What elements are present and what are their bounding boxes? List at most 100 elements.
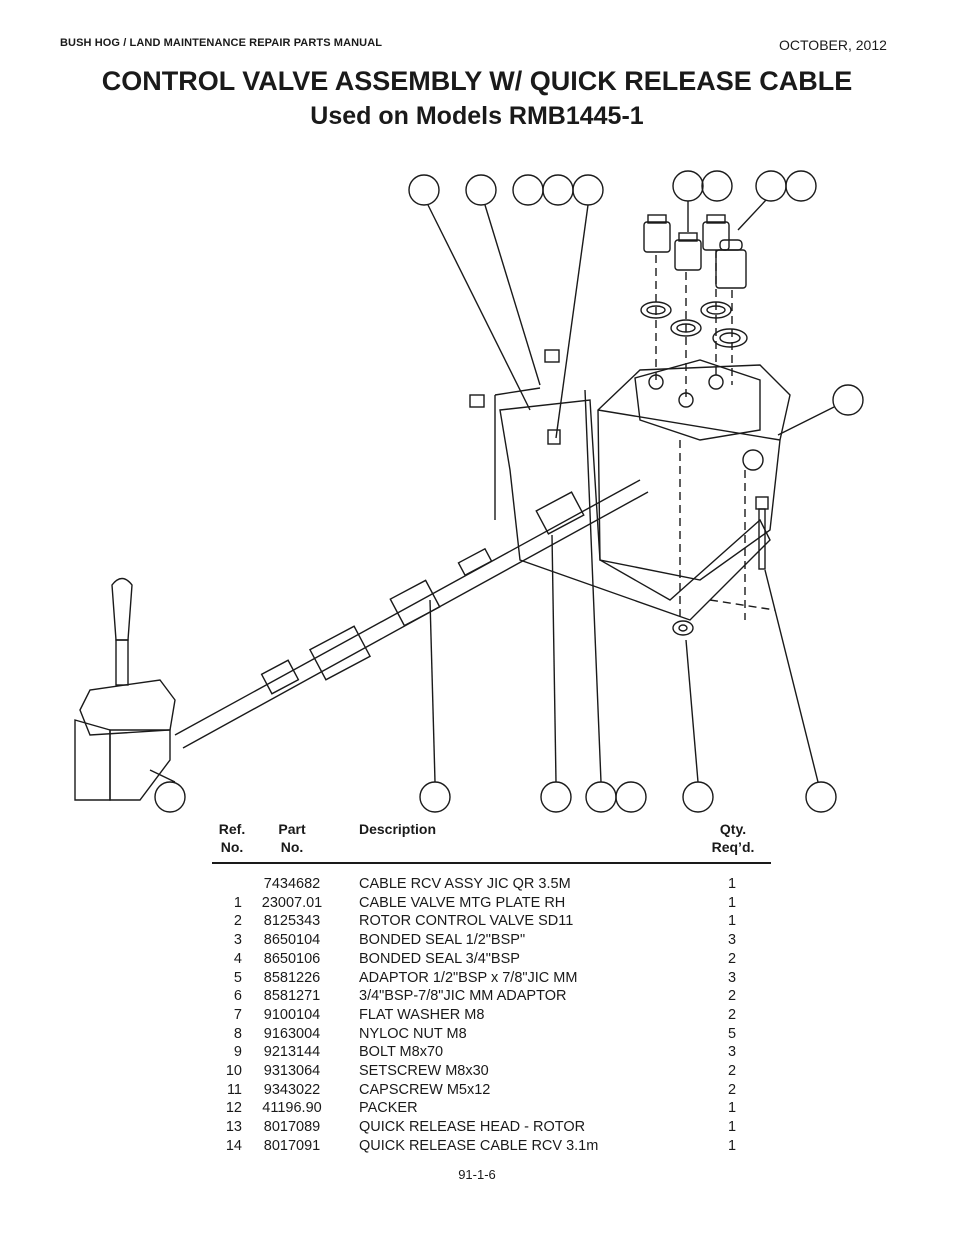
qty: 3	[727, 932, 737, 949]
callout-balloon	[154, 781, 186, 813]
callout-balloon	[755, 170, 787, 202]
header-divider	[212, 862, 771, 864]
part-no: 7434682	[263, 876, 321, 892]
table-row: 7 9100104 FLAT WASHER M8 2	[0, 1006, 954, 1024]
description: ROTOR CONTROL VALVE SD11	[359, 913, 574, 930]
qty: 2	[727, 988, 737, 1005]
table-row: 2 8125343 ROTOR CONTROL VALVE SD11 1	[0, 912, 954, 930]
description: BONDED SEAL 1/2"BSP"	[359, 932, 526, 949]
part-no: 8125343	[263, 913, 321, 930]
qty: 1	[727, 1119, 737, 1136]
qty: 2	[727, 1081, 737, 1098]
mounting-plate	[494, 387, 771, 621]
bonded-seals	[640, 301, 748, 348]
table-row: 10 9313064 SETSCREW M8x30 2	[0, 1062, 954, 1080]
qty: 5	[727, 1025, 737, 1042]
description: NYLOC NUT M8	[359, 1025, 467, 1042]
description: ADAPTOR 1/2"BSP x 7/8"JIC MM	[359, 969, 578, 986]
header-part-line1: Part	[278, 821, 306, 837]
part-no: 41196.90	[262, 1100, 322, 1117]
description: BOLT M8x70	[359, 1044, 444, 1061]
callout-balloon	[615, 781, 647, 813]
table-row: 5 8581226 ADAPTOR 1/2"BSP x 7/8"JIC MM 3	[0, 969, 954, 987]
ref-no: 14	[225, 1137, 242, 1154]
table-row: 3 8650104 BONDED SEAL 1/2"BSP" 3	[0, 931, 954, 949]
table-row: 6 8581271 3/4"BSP-7/8"JIC MM ADAPTOR 2	[0, 987, 954, 1005]
table-row: 7434682 CABLE RCV ASSY JIC QR 3.5M 1	[0, 875, 954, 893]
callout-balloon	[419, 781, 451, 813]
table-row: 11 9343022 CAPSCREW M5x12 2	[0, 1081, 954, 1099]
description: 3/4"BSP-7/8"JIC MM ADAPTOR	[359, 988, 567, 1005]
description: CAPSCREW M5x12	[359, 1081, 491, 1098]
callout-balloon	[408, 174, 440, 206]
callout-balloon	[805, 781, 837, 813]
ref-no: 8	[233, 1025, 242, 1042]
header-qty-line1: Qty.	[719, 821, 747, 837]
part-no: 23007.01	[261, 894, 323, 911]
callout-balloon	[465, 174, 497, 206]
header-description: Description	[359, 821, 437, 837]
page-number: 91-1-6	[458, 1167, 496, 1182]
bolt	[755, 496, 769, 570]
ref-no: 4	[233, 950, 242, 967]
qty: 1	[727, 913, 737, 930]
page-subtitle: Used on Models RMB1445-1	[310, 102, 644, 130]
table-row: 4 8650106 BONDED SEAL 3/4"BSP 2	[0, 950, 954, 968]
ref-no: 13	[225, 1119, 242, 1136]
control-valve-body	[597, 359, 791, 581]
description: SETSCREW M8x30	[359, 1063, 489, 1079]
ref-no: 11	[226, 1081, 242, 1098]
ref-no: 7	[233, 1006, 242, 1023]
ref-no: 1	[233, 894, 242, 911]
callout-balloon	[542, 174, 574, 206]
description: CABLE RCV ASSY JIC QR 3.5M	[359, 876, 571, 892]
qty: 1	[727, 894, 737, 911]
callout-balloon	[572, 174, 604, 206]
part-no: 9213144	[263, 1044, 321, 1061]
callout-balloon	[682, 781, 714, 813]
description: FLAT WASHER M8	[359, 1006, 485, 1023]
part-no: 8650104	[263, 932, 321, 949]
part-no: 9343022	[263, 1081, 321, 1098]
part-no: 8650106	[263, 950, 321, 967]
part-no: 9313064	[263, 1063, 321, 1079]
callout-balloon	[540, 781, 572, 813]
description: CABLE VALVE MTG PLATE RH	[359, 894, 566, 911]
qty: 2	[727, 950, 737, 967]
qty: 3	[727, 969, 737, 986]
callout-balloon	[512, 174, 544, 206]
exploded-parts-diagram	[74, 170, 864, 813]
qty: 1	[727, 876, 737, 892]
manual-title: BUSH HOG / LAND MAINTENANCE REPAIR PARTS…	[60, 37, 383, 49]
capscrews	[469, 349, 561, 445]
description: BONDED SEAL 3/4"BSP	[359, 950, 520, 967]
quick-release-cable	[174, 479, 649, 749]
header-ref-line1: Ref.	[218, 821, 246, 837]
table-row: 13 8017089 QUICK RELEASE HEAD - ROTOR 1	[0, 1118, 954, 1136]
table-row: 8 9163004 NYLOC NUT M8 5	[0, 1025, 954, 1043]
adaptor-fittings	[643, 214, 747, 289]
ref-no: 3	[233, 932, 242, 949]
description: QUICK RELEASE CABLE RCV 3.1m	[359, 1137, 599, 1154]
callout-balloon	[785, 170, 817, 202]
ref-no: 12	[225, 1100, 242, 1117]
qty: 3	[727, 1044, 737, 1061]
callout-balloon	[832, 384, 864, 416]
part-no: 8017091	[263, 1137, 321, 1154]
table-row: 9 9213144 BOLT M8x70 3	[0, 1043, 954, 1061]
callout-balloon	[585, 781, 617, 813]
manual-date: OCTOBER, 2012	[779, 37, 887, 53]
header-qty-line2: Req’d.	[711, 839, 755, 855]
ref-no: 9	[233, 1044, 242, 1061]
qty: 2	[727, 1006, 737, 1023]
part-no: 9163004	[263, 1025, 321, 1042]
part-no: 9100104	[263, 1006, 321, 1023]
callout-balloon	[672, 170, 704, 202]
page-title: CONTROL VALVE ASSEMBLY W/ QUICK RELEASE …	[101, 66, 853, 96]
part-no: 8581226	[263, 969, 321, 986]
qty: 1	[727, 1100, 737, 1117]
description: PACKER	[359, 1100, 418, 1117]
callout-balloon	[701, 170, 733, 202]
header-part-line2: No.	[280, 839, 304, 855]
header-ref-line2: No.	[220, 839, 244, 855]
